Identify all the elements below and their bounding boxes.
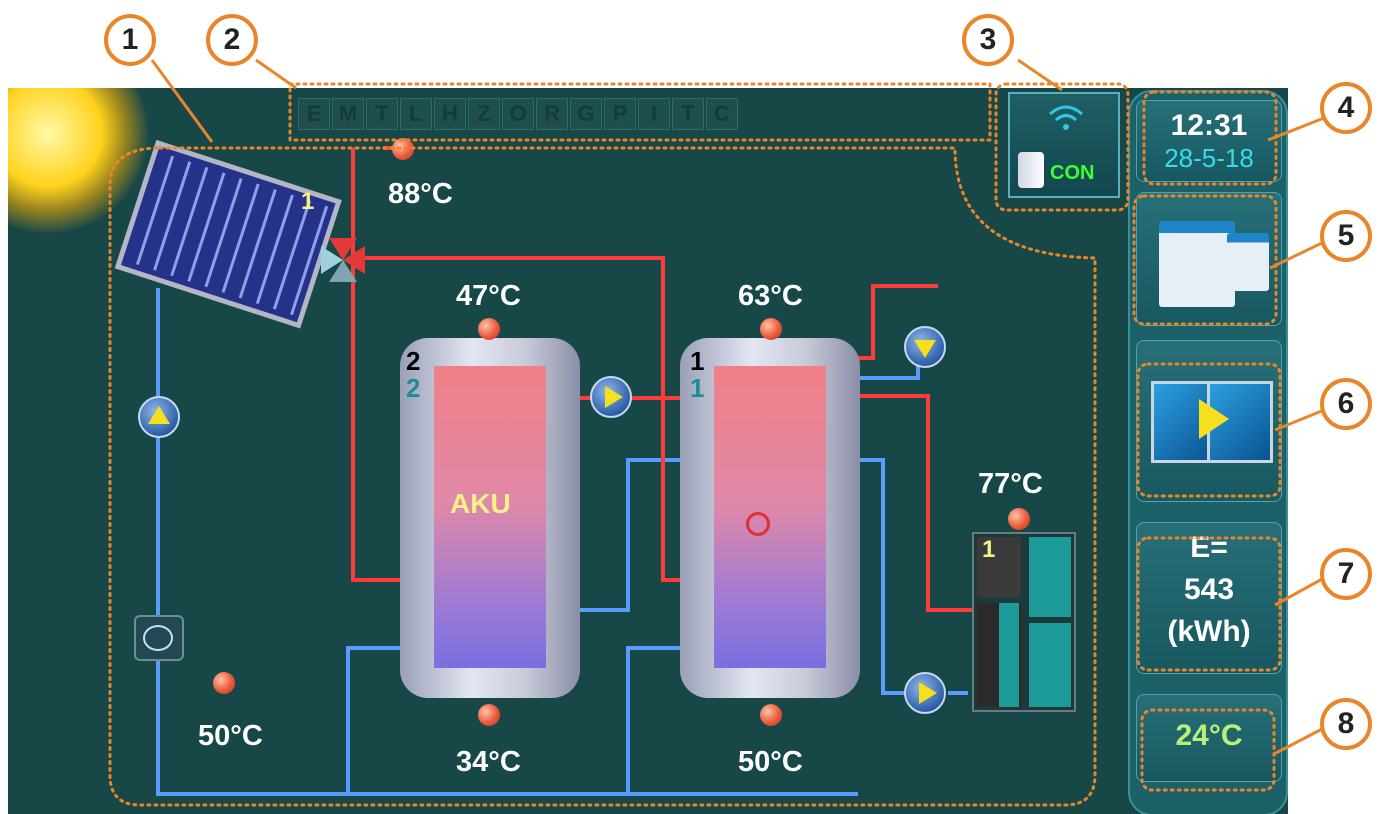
clock-date: 28-5-18 bbox=[1164, 143, 1254, 173]
callout-7: 7 bbox=[1320, 548, 1372, 600]
callout-2: 2 bbox=[206, 14, 258, 66]
mode-letter-strip: E M T L H Z O R G P I T C bbox=[290, 88, 980, 138]
connection-status-label: CON bbox=[1050, 162, 1095, 184]
mode-letter: M bbox=[332, 98, 364, 130]
callout-1: 1 bbox=[104, 14, 156, 66]
outdoor-temp: 24°C bbox=[1175, 719, 1243, 752]
connection-status-button[interactable]: CON bbox=[1008, 92, 1120, 198]
boiler-temp: 77°C bbox=[978, 468, 1043, 500]
switch-screen-button[interactable] bbox=[1136, 340, 1282, 502]
tank-aku-label: AKU bbox=[450, 488, 511, 519]
mode-letter: T bbox=[366, 98, 398, 130]
mode-letter: G bbox=[570, 98, 602, 130]
tank-aku-top-temp: 47°C bbox=[456, 280, 521, 312]
return-temp: 50°C bbox=[198, 720, 263, 752]
notes-button[interactable] bbox=[1136, 192, 1282, 326]
return-sensor bbox=[213, 672, 235, 694]
collector-pump bbox=[138, 396, 180, 438]
outdoor-temp-button[interactable]: 24°C bbox=[1136, 694, 1282, 782]
tank-aku-index-bottom: 2 bbox=[406, 373, 421, 403]
tank-aku-bottom-sensor bbox=[478, 704, 500, 726]
tank-dhw-index-bottom: 1 bbox=[690, 373, 705, 403]
mode-letter: I bbox=[638, 98, 670, 130]
boiler-sensor bbox=[1008, 508, 1030, 530]
router-icon bbox=[1018, 152, 1044, 188]
tank-dhw-bottom-temp: 50°C bbox=[738, 746, 803, 778]
mode-letter: H bbox=[434, 98, 466, 130]
transfer-pump bbox=[590, 376, 632, 418]
tank-aku-top-sensor bbox=[478, 318, 500, 340]
mode-letter: L bbox=[400, 98, 432, 130]
collector-number: 1 bbox=[301, 188, 315, 215]
energy-button[interactable]: E= 543 (kWh) bbox=[1136, 522, 1282, 674]
right-sidebar: 12:31 28-5-18 E= 543 (kWh) 24°C bbox=[1128, 90, 1288, 814]
clock-button[interactable]: 12:31 28-5-18 bbox=[1136, 100, 1282, 182]
gauge-icon[interactable] bbox=[134, 615, 184, 661]
tank-dhw-top-sensor bbox=[760, 318, 782, 340]
boiler-number: 1 bbox=[982, 536, 996, 563]
callout-5: 5 bbox=[1320, 210, 1372, 262]
callout-6: 6 bbox=[1320, 378, 1372, 430]
tank-dhw bbox=[680, 338, 860, 698]
mode-letter: E bbox=[298, 98, 330, 130]
energy-value: 543 bbox=[1183, 573, 1235, 606]
boiler-pump bbox=[904, 672, 946, 714]
mode-letter: Z bbox=[468, 98, 500, 130]
hmi-screen: E M T L H Z O R G P I T C CON 88°C 1 50°… bbox=[8, 88, 1288, 814]
callout-8: 8 bbox=[1320, 698, 1372, 750]
three-way-valve-icon bbox=[321, 238, 365, 282]
callout-3: 3 bbox=[962, 14, 1014, 66]
callout-4: 4 bbox=[1320, 82, 1372, 134]
energy-line1: E= bbox=[1190, 531, 1228, 564]
collector-temp: 88°C bbox=[388, 178, 453, 210]
mode-letter: O bbox=[502, 98, 534, 130]
collector-sensor bbox=[392, 138, 414, 160]
mode-letter: C bbox=[706, 98, 738, 130]
heater-off-icon bbox=[746, 512, 770, 536]
notes-icon bbox=[1159, 221, 1235, 307]
mode-letter: T bbox=[672, 98, 704, 130]
tank-aku-bottom-temp: 34°C bbox=[456, 746, 521, 778]
wifi-icon bbox=[1049, 105, 1083, 130]
clock-time: 12:31 bbox=[1170, 109, 1248, 142]
tank-dhw-top-temp: 63°C bbox=[738, 280, 803, 312]
mode-letter: P bbox=[604, 98, 636, 130]
dhw-circulation-pump bbox=[904, 326, 946, 368]
tank-dhw-bottom-sensor bbox=[760, 704, 782, 726]
energy-unit: (kWh) bbox=[1167, 615, 1251, 648]
mode-letter: R bbox=[536, 98, 568, 130]
